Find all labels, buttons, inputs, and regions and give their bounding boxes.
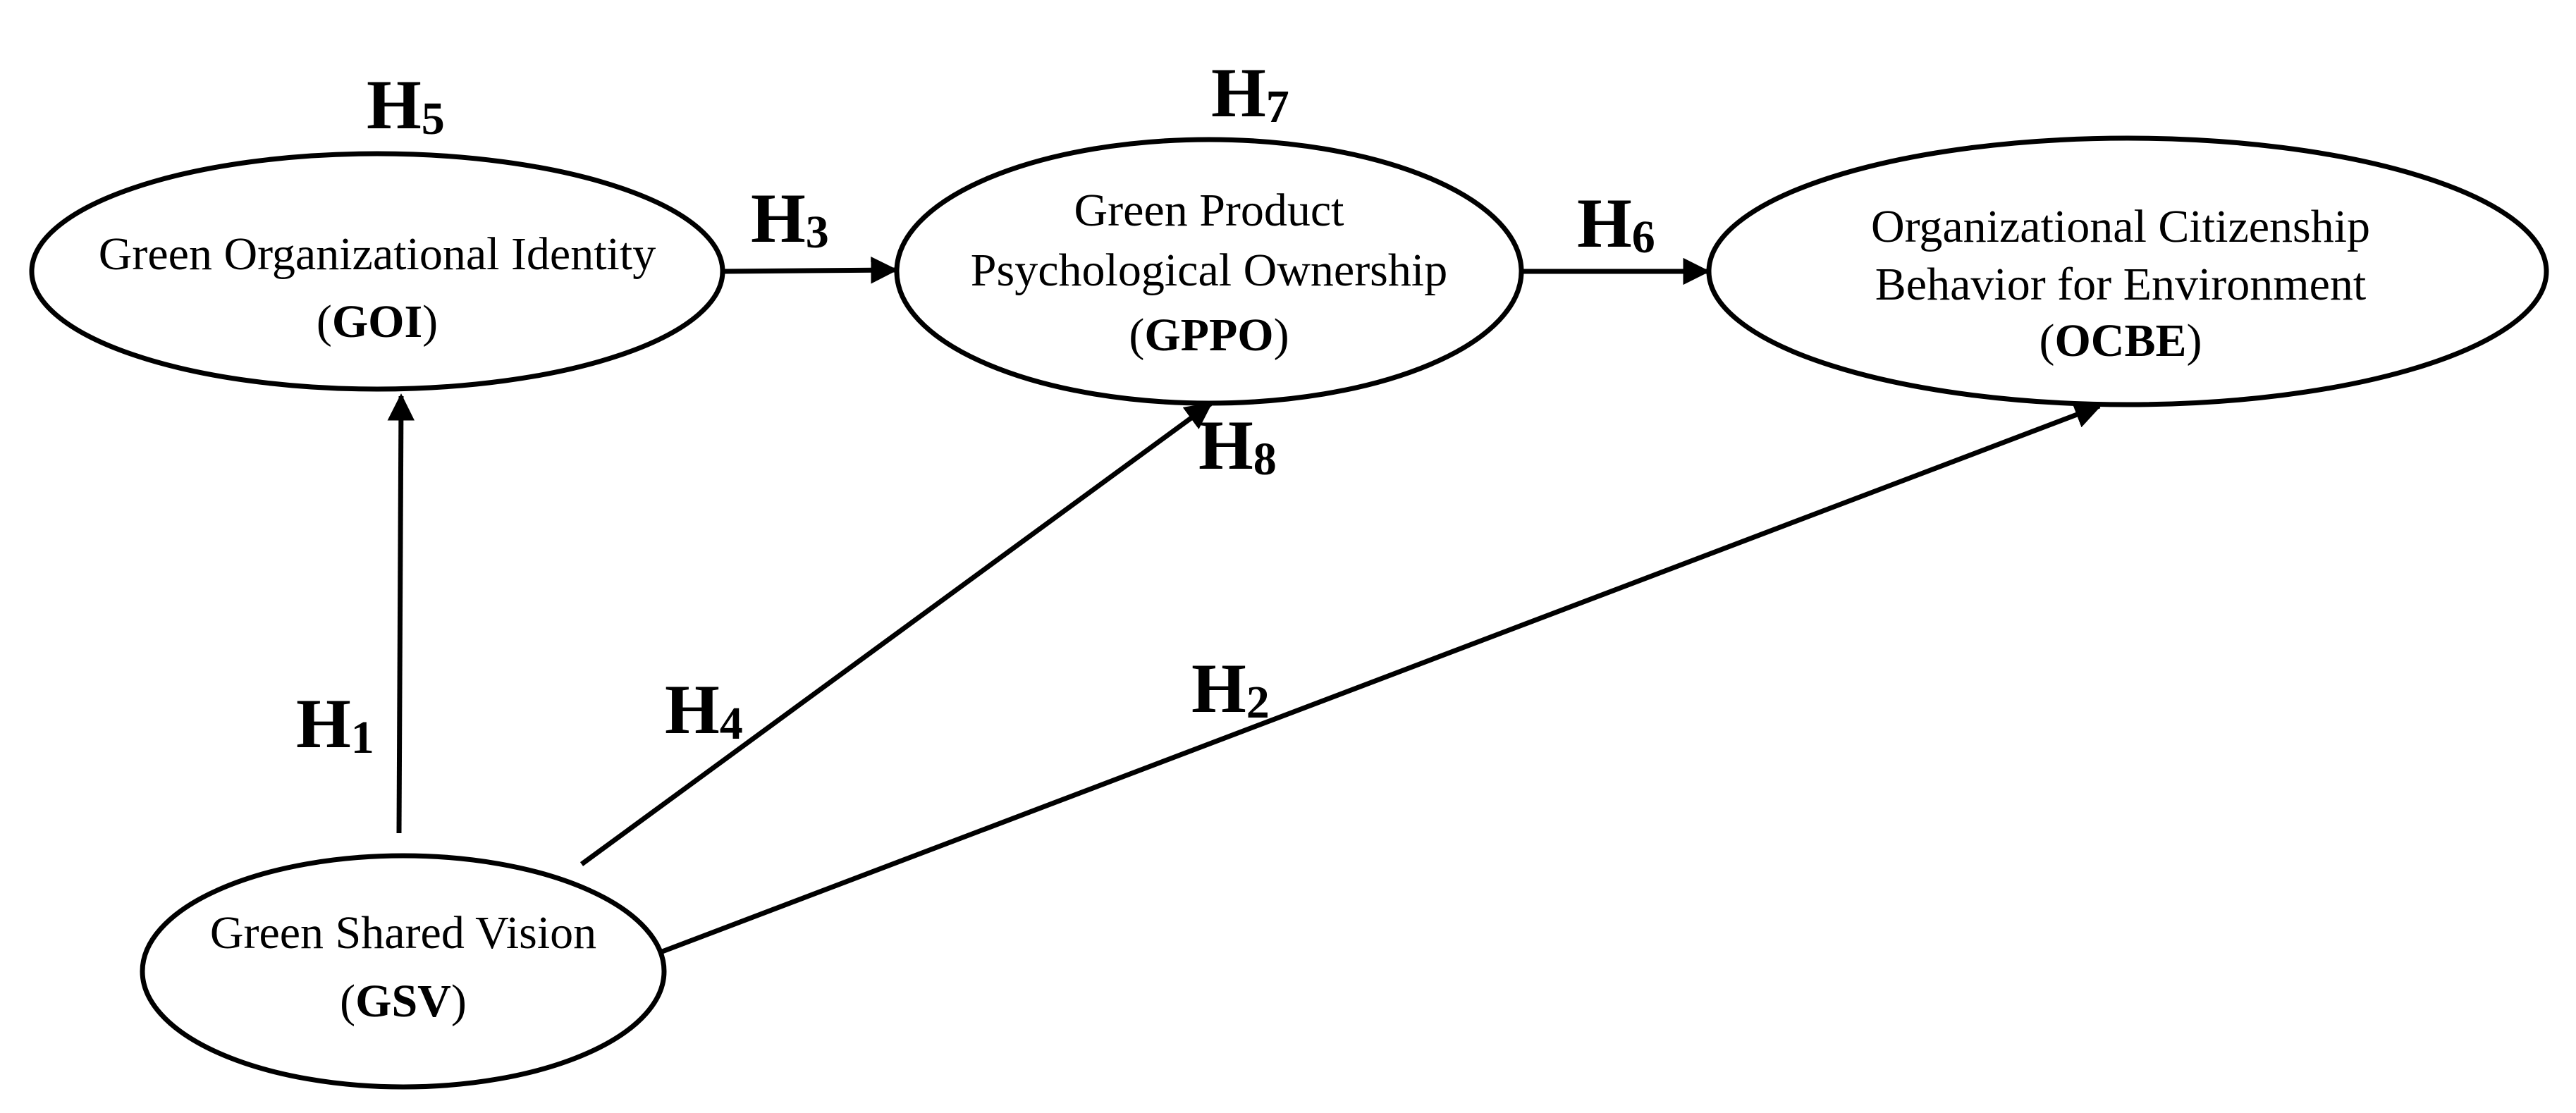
hypothesis-label-h5: H5: [367, 66, 445, 144]
hypothesis-label-h1: H1: [296, 684, 374, 763]
node-goi: Green Organizational Identity (GOI): [29, 151, 725, 392]
node-gppo-label-line2: Psychological Ownership: [971, 245, 1447, 296]
node-gppo-abbr: (GPPO): [1129, 309, 1289, 361]
hypothesis-label-h7: H7: [1211, 54, 1289, 133]
node-goi-label: Green Organizational Identity: [99, 228, 656, 280]
node-ocbe-label-line1: Organizational Citizenship: [1871, 201, 2370, 252]
node-gppo-label-line1: Green Product: [1074, 185, 1344, 236]
edge-gsv-to-goi: [387, 393, 415, 834]
hypothesis-label-h3: H3: [751, 179, 829, 258]
hypothesis-label-h8: H8: [1198, 406, 1277, 485]
node-ocbe-abbr: (OCBE): [2039, 315, 2202, 367]
hypothesis-label-h4: H4: [665, 670, 743, 749]
node-gsv-label: Green Shared Vision: [210, 907, 596, 959]
hypothesis-label-h6: H6: [1577, 184, 1655, 263]
node-ocbe-label-line2: Behavior for Environment: [1875, 259, 2366, 310]
edge-goi-to-gppo: [723, 257, 898, 284]
edge-gsv-to-gppo: [579, 402, 1213, 866]
edge-gsv-to-ocbe: [651, 402, 2102, 958]
hypothesis-label-h2: H2: [1191, 649, 1270, 728]
node-gppo: Green Product Psychological Ownership (G…: [894, 137, 1524, 406]
node-gsv-abbr: (GSV): [340, 976, 467, 1027]
node-gsv: Green Shared Vision (GSV): [140, 853, 667, 1090]
node-ocbe: Organizational Citizenship Behavior for …: [1706, 135, 2549, 407]
node-goi-abbr: (GOI): [317, 296, 438, 348]
